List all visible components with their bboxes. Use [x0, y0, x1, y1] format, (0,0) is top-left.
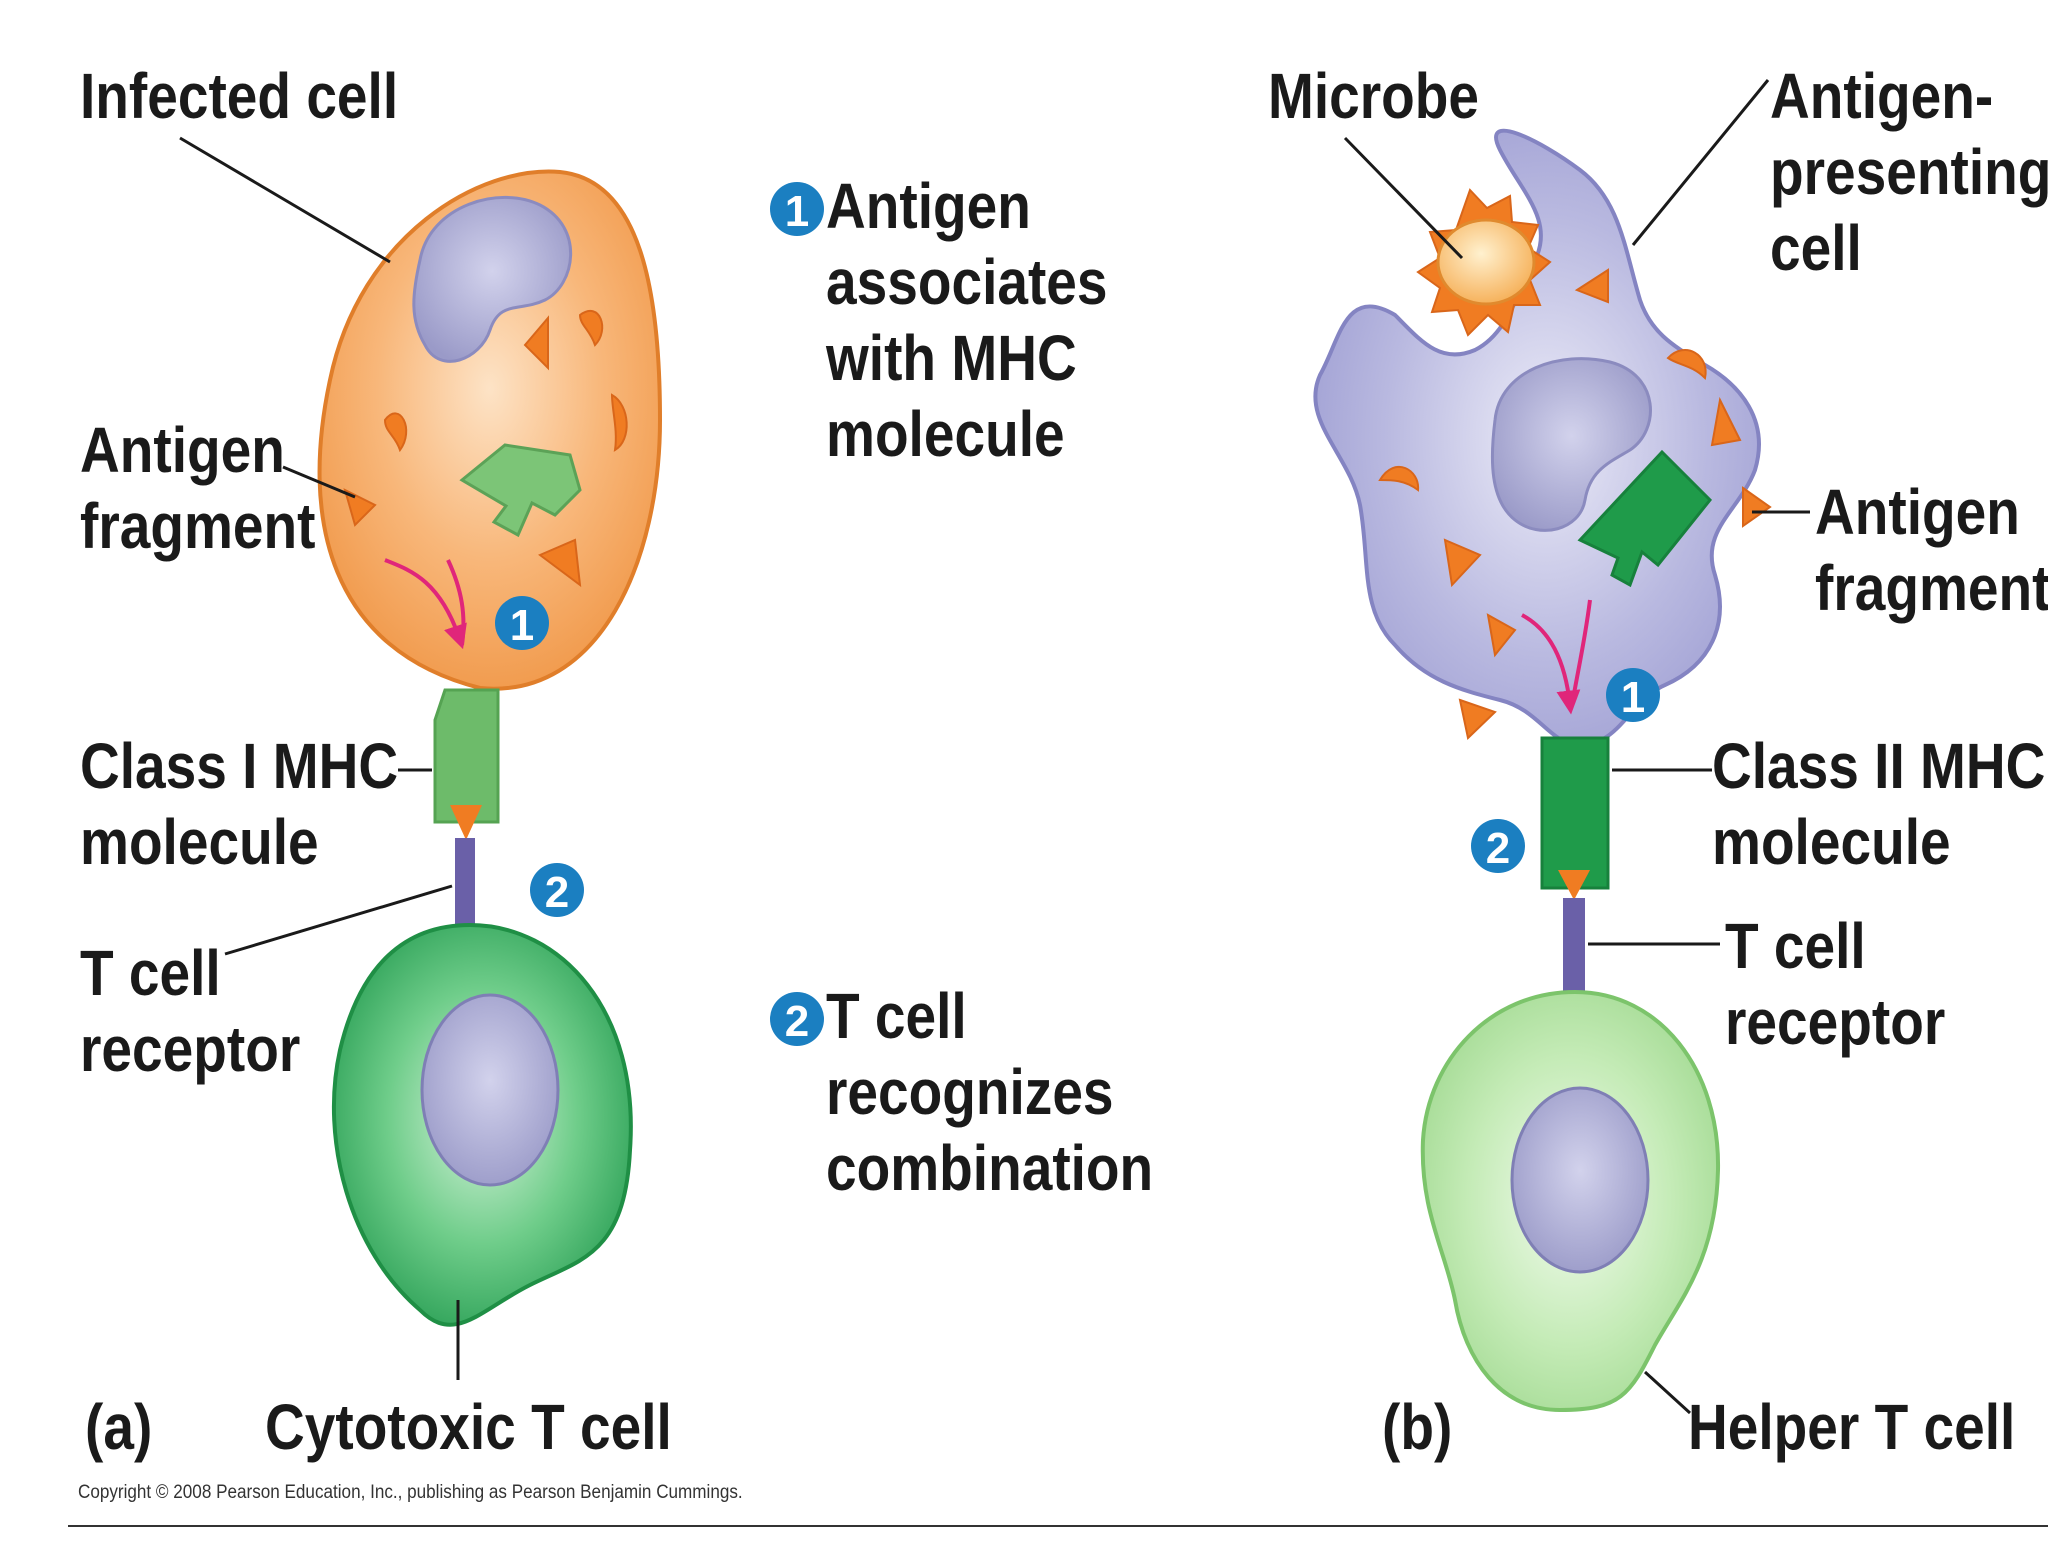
step1-badge-b: 1 — [1606, 668, 1660, 722]
step1-line2: associates — [826, 246, 1108, 318]
step2-badge-b-number: 2 — [1486, 824, 1510, 873]
copyright-notice: Copyright © 2008 Pearson Education, Inc.… — [78, 1482, 743, 1503]
label-infected-cell: Infected cell — [80, 60, 399, 132]
label-cytotoxic-t-cell: Cytotoxic T cell — [265, 1391, 672, 1463]
t-cell-receptor-b — [1563, 898, 1585, 993]
label-antigen-fragment-b-line2: fragment — [1815, 552, 2048, 624]
step1-legend-badge: 1 — [770, 182, 824, 236]
label-antigen-fragment-a-line2: fragment — [80, 490, 316, 562]
label-class1-mhc-line1: Class I MHC — [80, 730, 399, 802]
step2-text: T cell recognizes combination — [826, 978, 1153, 1206]
leader-lines-a — [179, 136, 460, 1380]
step2-line3: combination — [826, 1132, 1154, 1204]
step1-legend-badge-number: 1 — [785, 187, 809, 236]
step2-line1: T cell — [826, 980, 967, 1052]
infected-cell-nucleus — [412, 196, 573, 363]
label-class2-mhc: Class II MHC molecule — [1712, 728, 2045, 880]
antigen-fragments-a — [343, 310, 628, 588]
step1-text: Antigen associates with MHC molecule — [826, 168, 1108, 472]
mhc2-surface — [1540, 736, 1610, 890]
microbe-body — [1436, 218, 1536, 306]
t-cell-receptor-a — [455, 838, 475, 930]
label-apc-line3: cell — [1770, 212, 1862, 284]
label-antigen-fragment-b: Antigen fragment — [1815, 474, 2048, 626]
label-antigen-presenting-cell: Antigen- presenting cell — [1770, 58, 2048, 286]
transport-arrow-a — [384, 558, 467, 650]
label-t-cell-receptor-b: T cell receptor — [1725, 908, 1945, 1060]
label-antigen-fragment-a: Antigen fragment — [80, 412, 315, 564]
antigen-fragments-b — [1378, 268, 1772, 740]
transport-arrow-b — [1521, 613, 1581, 715]
cytotoxic-t-cell-nucleus — [420, 993, 560, 1187]
label-apc-line2: presenting — [1770, 136, 2048, 208]
antigen-bound-b — [1558, 870, 1590, 900]
label-helper-t-cell: Helper T cell — [1688, 1391, 2016, 1463]
step1-badge-b-number: 1 — [1621, 673, 1645, 722]
step2-badge-b: 2 — [1471, 819, 1525, 873]
label-t-cell-receptor-a-line1: T cell — [80, 937, 221, 1009]
step2-badge-a-number: 2 — [545, 868, 569, 917]
step1-badge-a: 1 — [495, 596, 549, 650]
label-microbe: Microbe — [1268, 60, 1480, 132]
antigen-bound-a — [450, 805, 482, 840]
step1-badge-a-number: 1 — [510, 601, 534, 650]
label-t-cell-receptor-b-line2: receptor — [1725, 986, 1946, 1058]
label-class1-mhc-line2: molecule — [80, 806, 319, 878]
label-antigen-fragment-b-line1: Antigen — [1815, 476, 2020, 548]
step1-line4: molecule — [826, 398, 1065, 470]
label-antigen-fragment-a-line1: Antigen — [80, 414, 285, 486]
leader-lines-b — [1343, 79, 1810, 1415]
step2-legend-badge: 2 — [770, 992, 824, 1046]
label-class1-mhc: Class I MHC molecule — [80, 728, 398, 880]
label-t-cell-receptor-a: T cell receptor — [80, 935, 300, 1087]
label-class2-mhc-line2: molecule — [1712, 806, 1951, 878]
mhc2-inner — [1577, 449, 1713, 588]
helper-t-cell-nucleus — [1510, 1086, 1650, 1274]
label-t-cell-receptor-a-line2: receptor — [80, 1013, 301, 1085]
step1-line3: with MHC — [826, 322, 1077, 394]
apc-nucleus — [1490, 357, 1652, 532]
step1-line1: Antigen — [826, 170, 1031, 242]
mhc1-surface — [433, 688, 500, 824]
panel-label-b: (b) — [1382, 1391, 1453, 1463]
mhc1-inner — [459, 443, 582, 538]
label-apc-line1: Antigen- — [1770, 60, 1994, 132]
step2-badge-a: 2 — [530, 863, 584, 917]
microbe — [1416, 188, 1552, 337]
label-class2-mhc-line1: Class II MHC — [1712, 730, 2046, 802]
label-t-cell-receptor-b-line1: T cell — [1725, 910, 1866, 982]
step2-line2: recognizes — [826, 1056, 1114, 1128]
step2-legend-badge-number: 2 — [785, 997, 809, 1046]
panel-label-a: (a) — [85, 1391, 153, 1463]
